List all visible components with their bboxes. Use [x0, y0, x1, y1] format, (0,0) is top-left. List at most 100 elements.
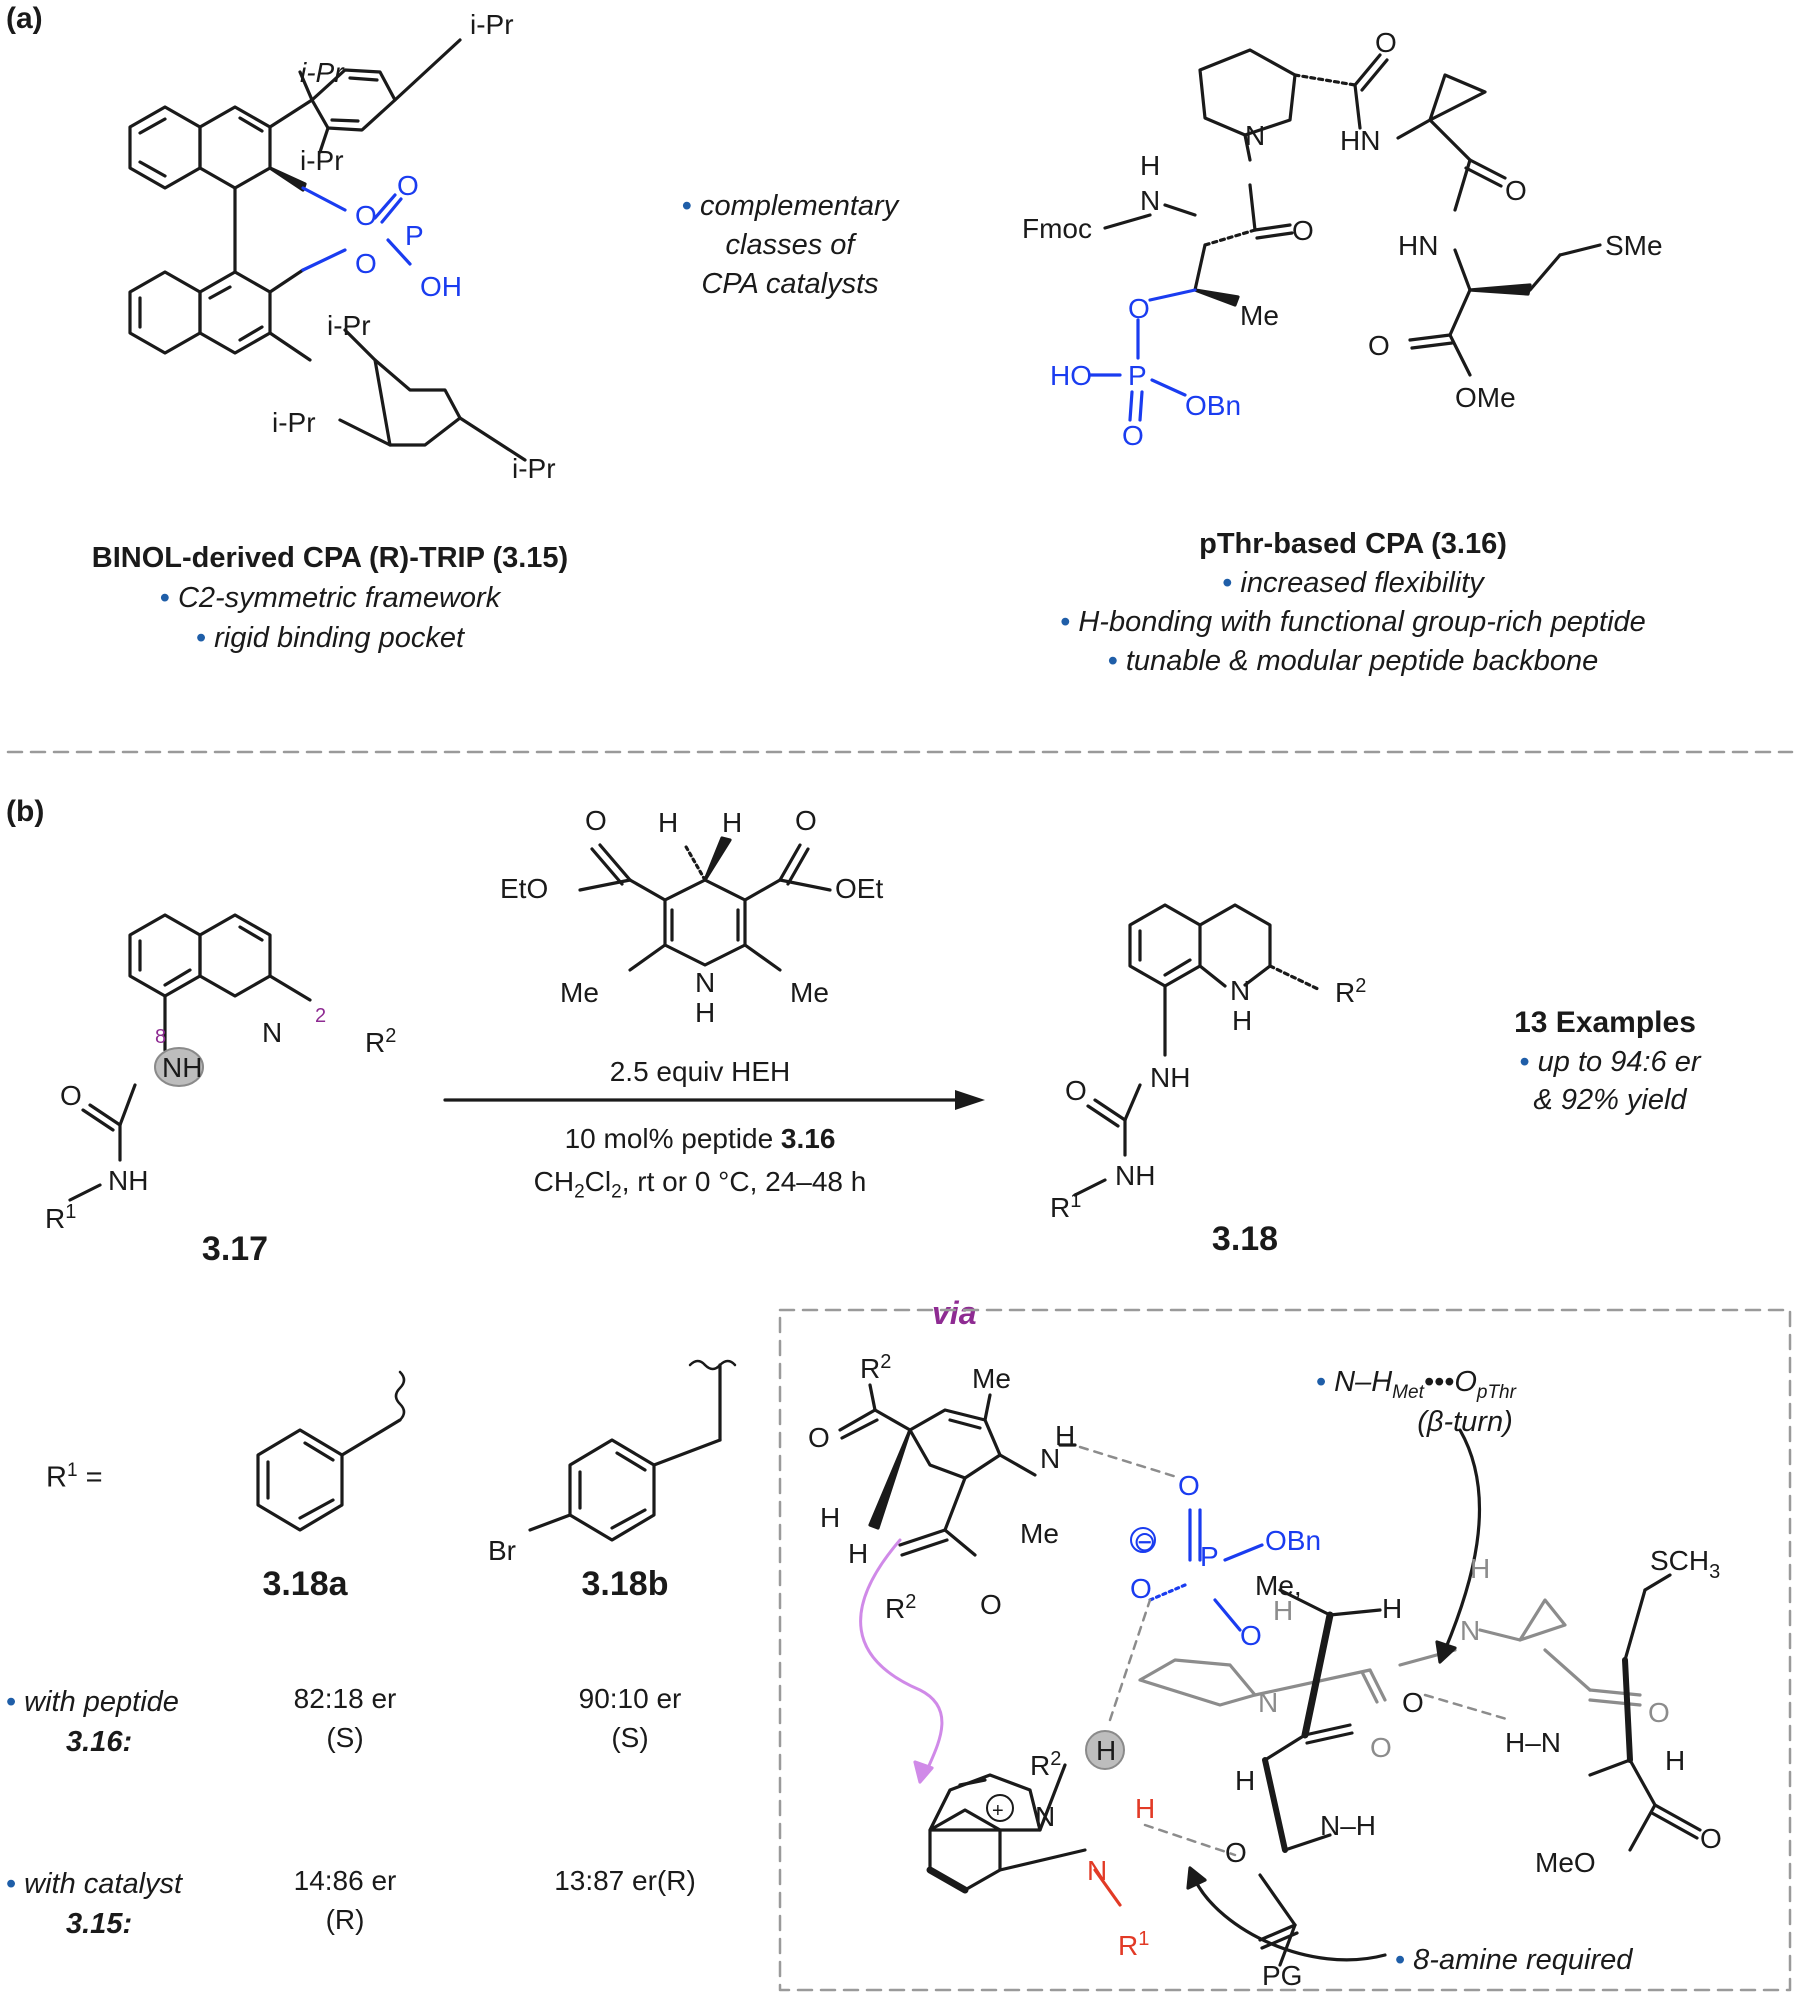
- via-n-h: N–H: [1320, 1810, 1376, 1841]
- product-r2: R2: [1335, 975, 1366, 1008]
- via-h-nh: H: [1055, 1420, 1075, 1451]
- via-o-p-left: O: [1130, 1573, 1152, 1604]
- er-catalyst-a: 14:86 er: [293, 1865, 397, 1896]
- middle-note-line-1: •complementary: [681, 190, 899, 222]
- via-h-c4-1: H: [820, 1502, 840, 1533]
- heh-h-2: H: [722, 807, 742, 838]
- via-r2-quin: R2: [1030, 1748, 1061, 1781]
- via-n-quin: N: [1035, 1801, 1055, 1832]
- trip-oh: OH: [420, 271, 462, 302]
- via-r2-top: R2: [860, 1351, 891, 1384]
- product-n: N: [1230, 975, 1250, 1006]
- panel-b-label: (b): [6, 795, 45, 828]
- trip-ipr-2: i-Pr: [470, 9, 514, 40]
- via-h-grey: H: [1273, 1595, 1293, 1626]
- heh-me-right: Me: [790, 977, 829, 1008]
- substrate-nh: NH: [162, 1052, 202, 1083]
- heh-oet: OEt: [835, 873, 883, 904]
- pthr-o-1: O: [1375, 27, 1397, 58]
- heh-o-left: O: [585, 805, 607, 836]
- heh-eto: EtO: [500, 873, 548, 904]
- product-nh: H: [1232, 1005, 1252, 1036]
- beta-turn-arrow: [1443, 1428, 1482, 1652]
- pthr-o-ester: O: [1128, 293, 1150, 324]
- trip-ipr-6: i-Pr: [512, 453, 556, 484]
- via-o-ester: O: [1700, 1823, 1722, 1854]
- substrate-n: N: [262, 1017, 282, 1048]
- via-meo: MeO: [1535, 1847, 1596, 1878]
- pthr-hn-2: HN: [1398, 230, 1438, 261]
- pthr-o-3: O: [1368, 330, 1390, 361]
- via-me-dhp: Me: [1020, 1518, 1059, 1549]
- beta-turn-note: (β-turn): [1417, 1406, 1513, 1438]
- pthr-sme: SMe: [1605, 230, 1663, 261]
- via-o-p-bottom: O: [1240, 1620, 1262, 1651]
- pthr-structure: [1088, 48, 1602, 422]
- via-hbonds: [1078, 1445, 1512, 1857]
- substrate-pos-2: 2: [315, 1005, 326, 1027]
- via-dihydropyridine: [838, 1383, 1077, 1557]
- substrate-nh-2: NH: [108, 1165, 148, 1196]
- row-peptide-label: •with peptide: [6, 1686, 179, 1718]
- via-plus: +: [992, 1800, 1004, 1822]
- via-h-alpha: H: [1235, 1765, 1255, 1796]
- hantzsch-structure: [578, 836, 832, 972]
- trip-lower-ring-right: [198, 270, 272, 355]
- substrate-pos-8: 8: [155, 1026, 166, 1048]
- product-structure: [1073, 903, 1322, 1197]
- phenyl-3-18a: [256, 1370, 406, 1532]
- product-nh-urea: NH: [1115, 1160, 1155, 1191]
- substrate-r1: R1: [45, 1201, 76, 1234]
- trip-ipr-5: i-Pr: [272, 407, 316, 438]
- trip-upper-ring-right: [198, 105, 272, 190]
- via-pg: PG: [1262, 1960, 1302, 1991]
- pthr-obn: OBn: [1185, 390, 1241, 421]
- hydride-transfer-arrow: [859, 1538, 944, 1777]
- via-p: P: [1200, 1541, 1219, 1572]
- via-o-grey: O: [1370, 1732, 1392, 1763]
- via-o-minus: ⊖: [1133, 1526, 1156, 1557]
- trip-p: P: [405, 220, 424, 251]
- product-o: O: [1065, 1075, 1087, 1106]
- trip-lower-aryl: [373, 358, 462, 447]
- product-label: 3.18: [1211, 1220, 1279, 1258]
- pthr-o-4: O: [1292, 215, 1314, 246]
- pthr-hn-1: HN: [1340, 125, 1380, 156]
- trip-feature-2: •rigid binding pocket: [195, 622, 465, 654]
- via-o-p-top: O: [1178, 1470, 1200, 1501]
- via-sch3: SCH3: [1650, 1545, 1720, 1583]
- amine-note: •8-amine required: [1395, 1944, 1633, 1976]
- trip-structure: [128, 38, 527, 462]
- benzyl-3-18b: [528, 1359, 737, 1542]
- via-o-pg: O: [1225, 1837, 1247, 1868]
- row-peptide-id: 3.16:: [66, 1726, 133, 1758]
- via-n-grey: N: [1460, 1615, 1480, 1646]
- trip-o-upper: O: [355, 200, 377, 231]
- trip-name: BINOL-derived CPA (R)-TRIP (3.15): [91, 542, 569, 574]
- via-box: [778, 1308, 1792, 1992]
- via-r1: R1: [1118, 1928, 1149, 1961]
- condition-hen-equiv: 2.5 equiv HEH: [609, 1056, 791, 1087]
- pthr-ho: HO: [1050, 360, 1092, 391]
- heh-nh: H: [695, 997, 715, 1028]
- via-o-dhp-bottom: O: [980, 1589, 1002, 1620]
- er-catalyst-b: 13:87 er(R): [554, 1865, 696, 1896]
- heh-h-1: H: [658, 807, 678, 838]
- via-black-backbone: [1258, 1573, 1702, 1967]
- config-catalyst-a: (R): [325, 1904, 365, 1935]
- via-title: via: [932, 1295, 977, 1331]
- row-catalyst-label: •with catalyst: [6, 1868, 183, 1900]
- via-h-thr: H: [1382, 1593, 1402, 1624]
- trip-o-double: O: [397, 170, 419, 201]
- via-me-thr: Me,: [1255, 1570, 1302, 1601]
- proline-ring: [1198, 48, 1297, 137]
- pthr-feature-3: •tunable & modular peptide backbone: [1107, 645, 1599, 677]
- row-catalyst-id: 3.15:: [66, 1908, 133, 1940]
- via-h-amine: H: [1135, 1793, 1155, 1824]
- er-peptide-a: 82:18 er: [293, 1683, 397, 1714]
- via-r2-bottom: R2: [885, 1591, 916, 1624]
- middle-note-line-2: classes of: [725, 229, 855, 261]
- via-phosphate: [1148, 1508, 1264, 1632]
- via-obn: OBn: [1265, 1525, 1321, 1556]
- nh-highlight: [154, 1047, 204, 1087]
